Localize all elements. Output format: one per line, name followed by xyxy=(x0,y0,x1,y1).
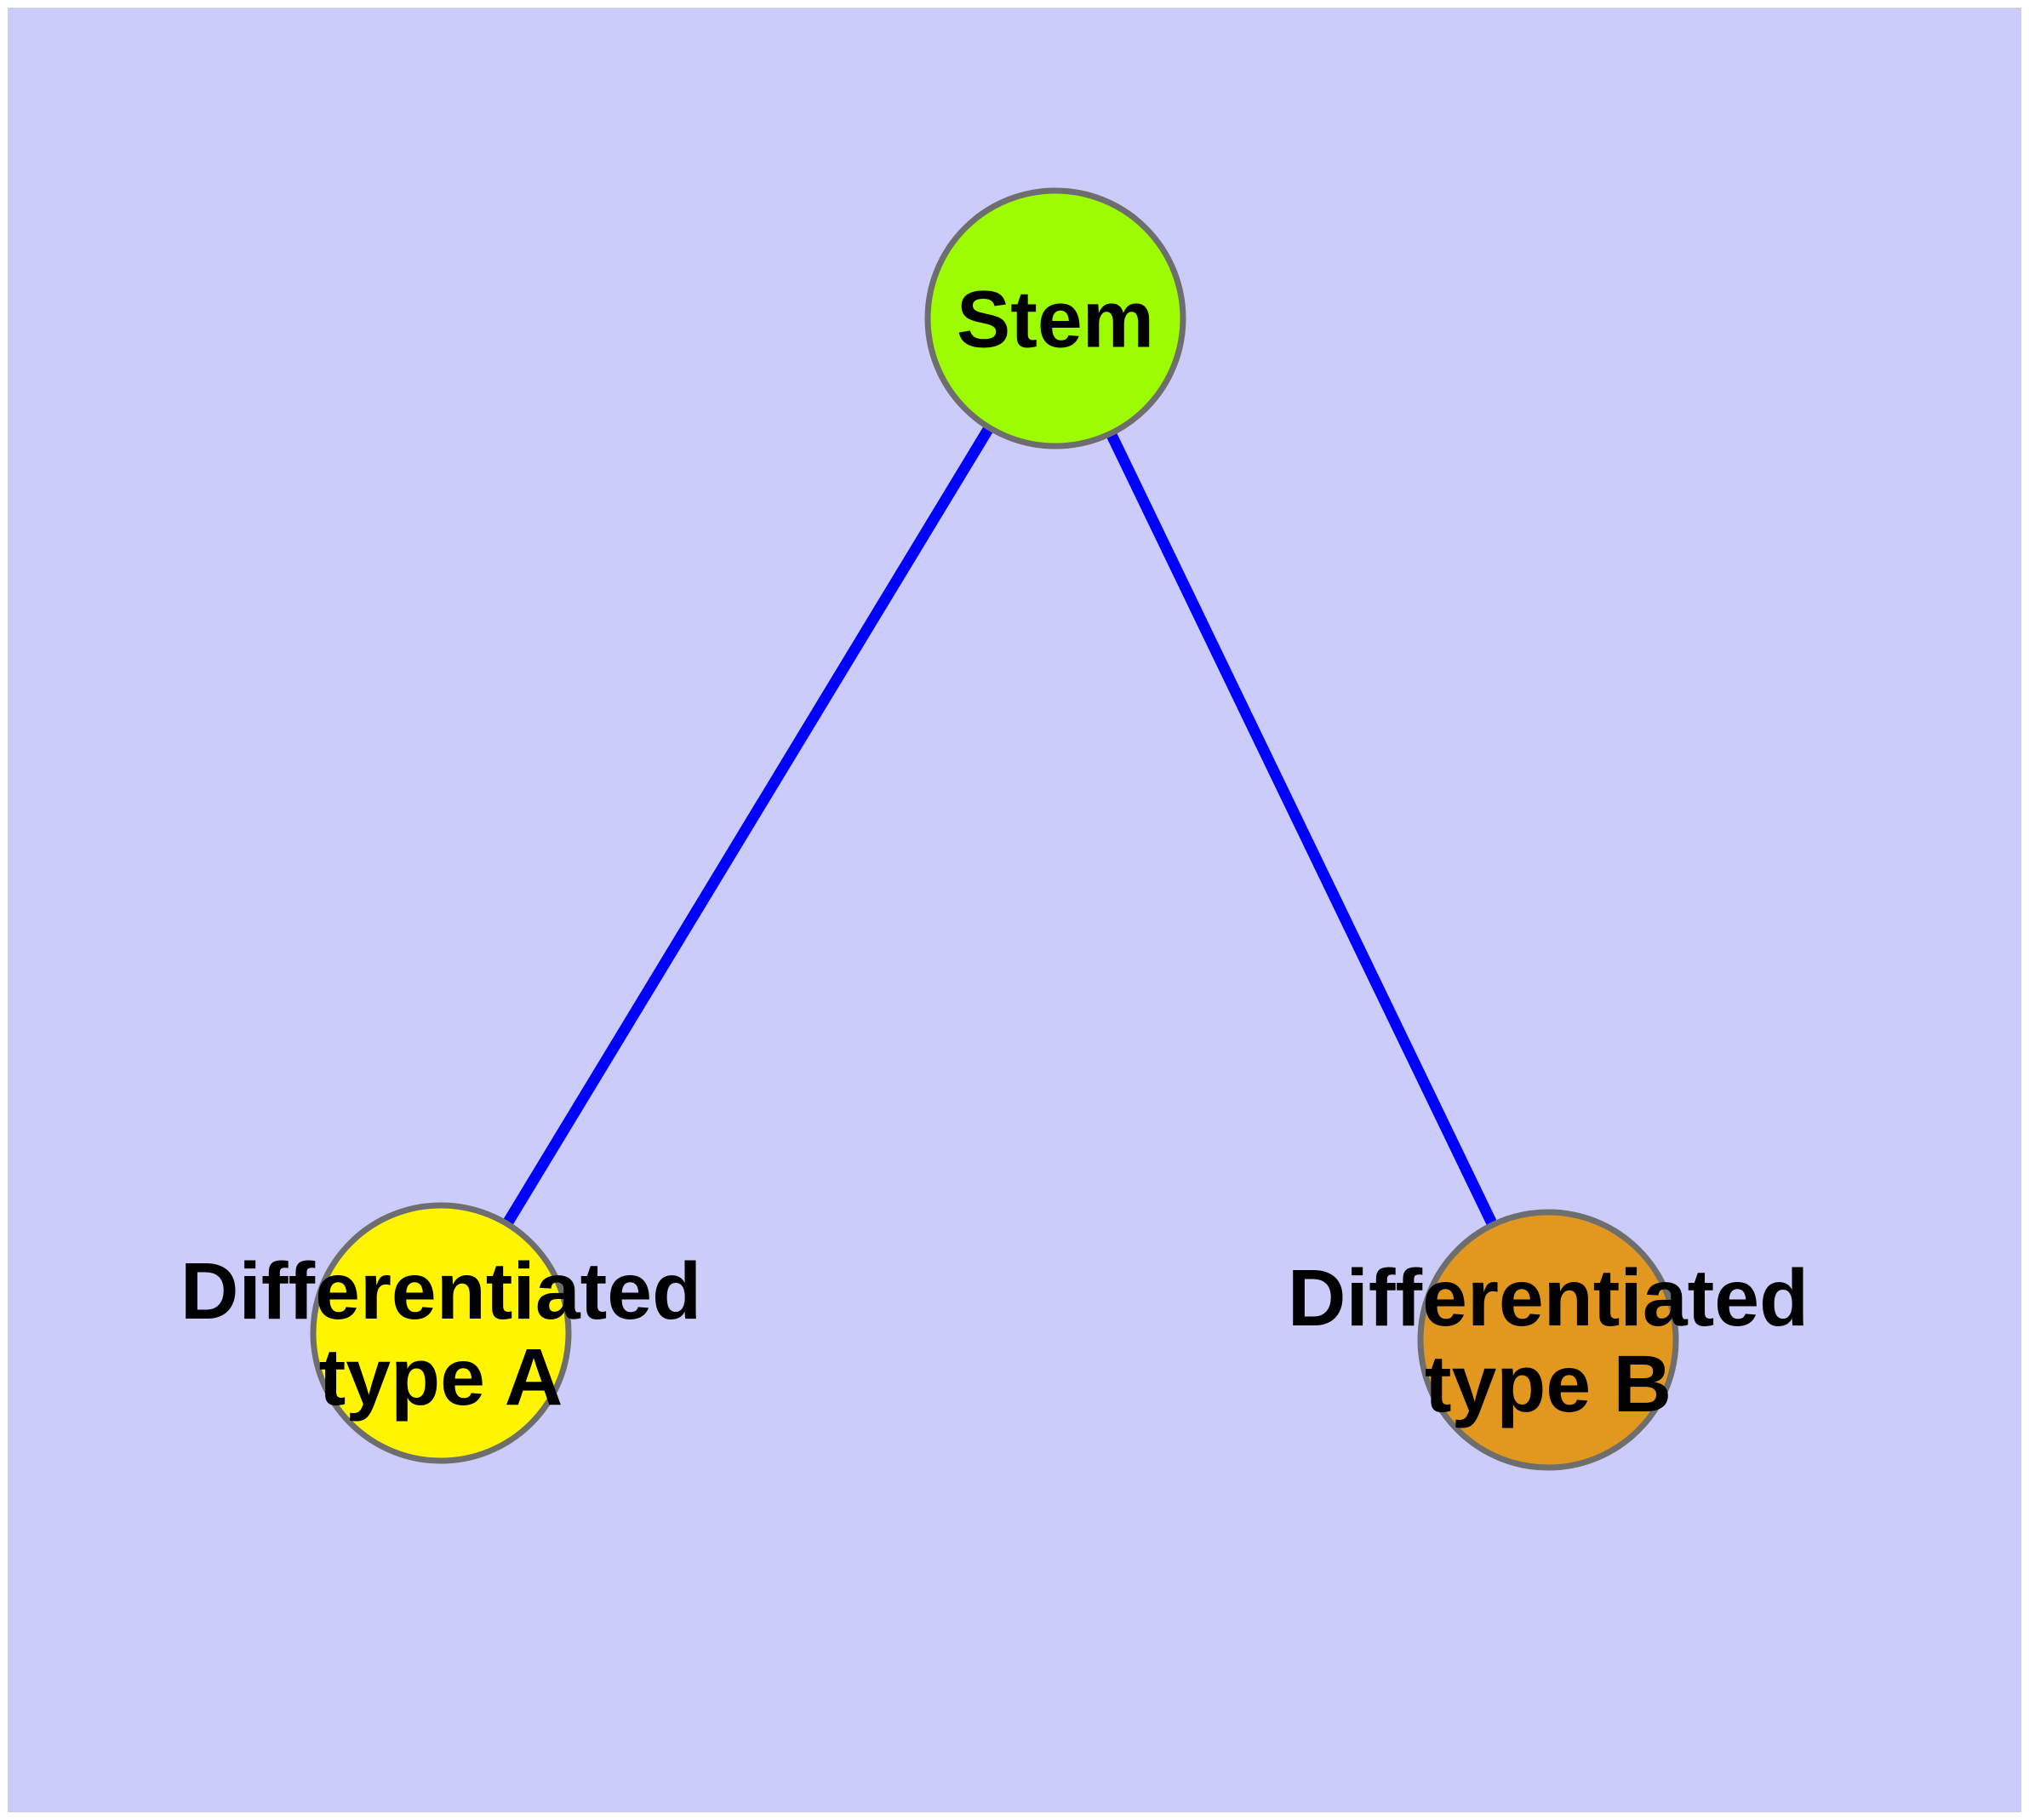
node-circle-stem[interactable] xyxy=(924,187,1186,449)
node-circle-diff-a[interactable] xyxy=(310,1202,572,1464)
edge-layer xyxy=(436,315,1553,1342)
node-label-stem: Stem xyxy=(957,274,1154,364)
node-label-line: type B xyxy=(1425,1339,1672,1429)
graph-edge-stem-to-diff-b xyxy=(1050,316,1553,1342)
node-label-line: Differentiated xyxy=(180,1246,701,1336)
node-label-line: Stem xyxy=(957,274,1154,364)
graph-edge-stem-to-diff-a xyxy=(436,315,1060,1336)
node-label-line: Differentiated xyxy=(1288,1253,1809,1343)
graph-node-stem[interactable]: Stem xyxy=(924,187,1186,449)
node-label-line: type A xyxy=(319,1332,563,1422)
node-circle-diff-b[interactable] xyxy=(1417,1209,1679,1471)
